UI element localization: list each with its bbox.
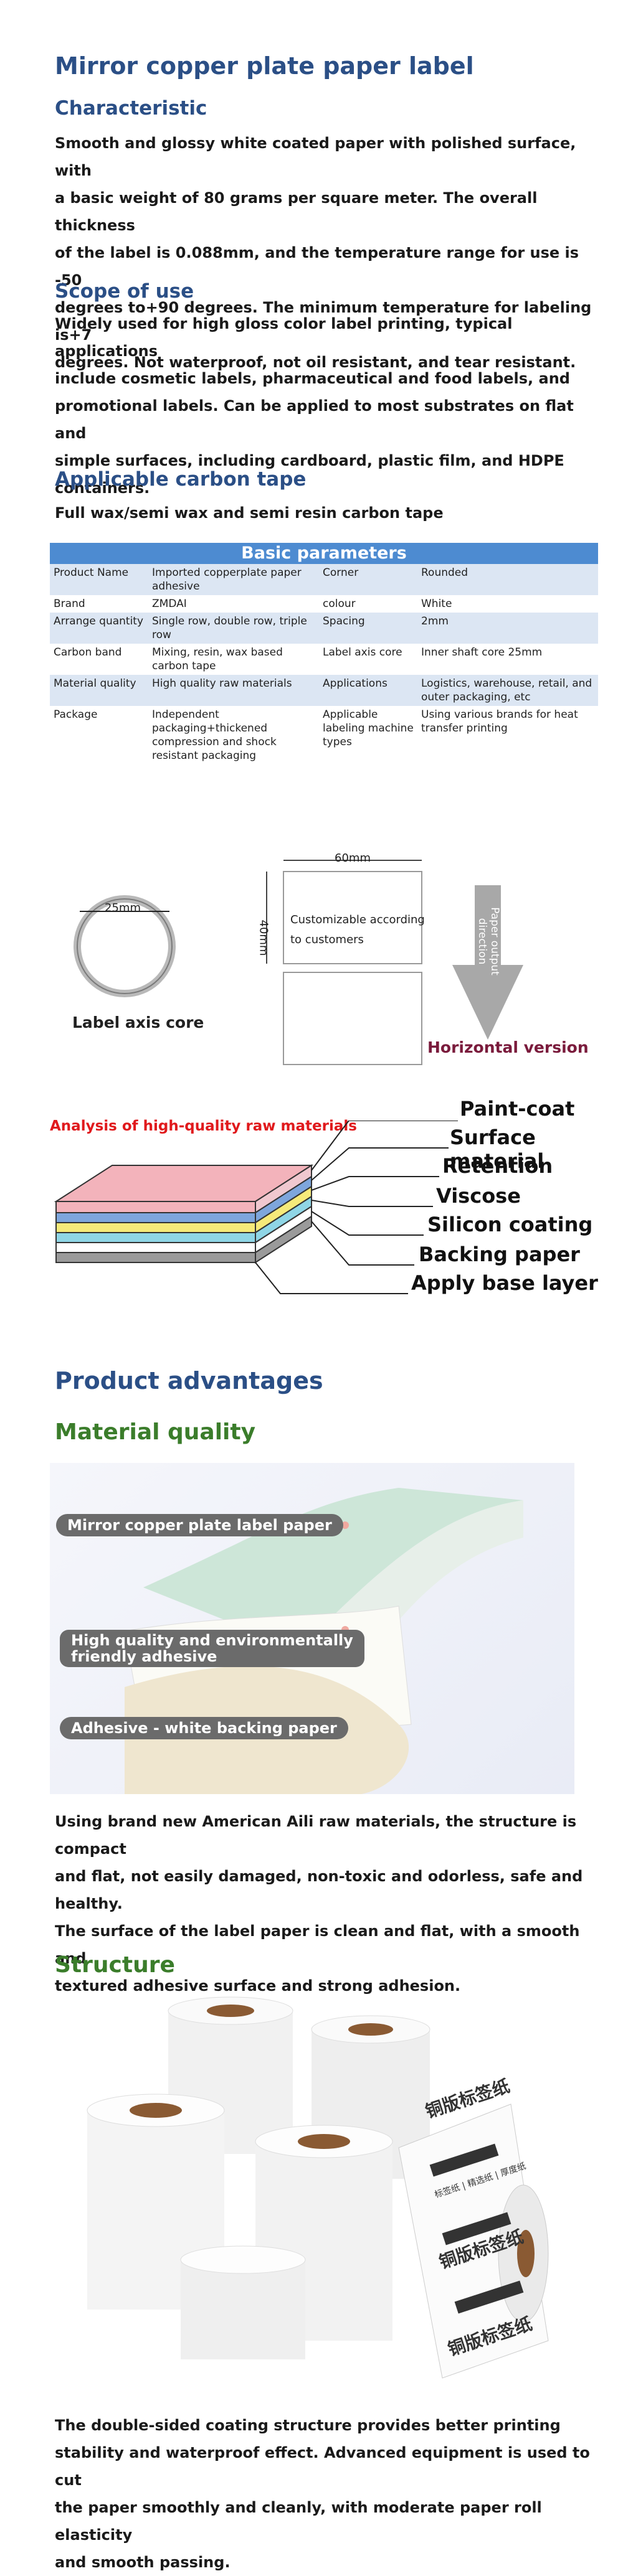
roll-core <box>298 2134 350 2149</box>
structure-text: The double-sided coating structure provi… <box>55 2417 590 2571</box>
characteristic-heading: Characteristic <box>55 97 207 120</box>
material-pill-3: Adhesive - white backing paper <box>60 1717 348 1739</box>
label-core-edge <box>77 898 173 994</box>
leader-surface <box>311 1147 449 1181</box>
scope-heading: Scope of use <box>55 280 194 303</box>
layer-label: Silicon coating <box>427 1213 593 1236</box>
material-heading: Material quality <box>55 1419 256 1445</box>
page-title: Mirror copper plate paper label <box>55 52 474 80</box>
material-illustration <box>124 1488 523 1794</box>
width-label: 60mm <box>335 852 371 865</box>
structure-heading: Structure <box>55 1952 175 1978</box>
leader-retention <box>311 1176 439 1191</box>
analysis-title: Analysis of high-quality raw materials <box>50 1118 357 1134</box>
scope-text: Widely used for high gloss color label p… <box>55 315 574 497</box>
structure-photo: 铜版标签纸 标签纸 | 精选纸 | 厚度纸 铜版标签纸 铜版标签纸 <box>75 1992 573 2390</box>
barcode <box>454 2280 524 2314</box>
layer-label: Paint-coat <box>460 1097 575 1121</box>
carbon-text: Full wax/semi wax and semi resin carbon … <box>55 504 444 522</box>
material-photo <box>50 1463 574 1794</box>
roll-top <box>180 2245 306 2274</box>
leader-backing <box>311 1221 414 1266</box>
leader-silicon <box>311 1211 424 1236</box>
characteristic-text: Smooth and glossy white coated paper wit… <box>55 134 592 371</box>
advantages-heading: Product advantages <box>55 1367 323 1394</box>
roll-body <box>181 2260 305 2359</box>
layer-silicon <box>55 1232 256 1243</box>
layer-base <box>55 1252 256 1263</box>
arrow-text: Paper output direction <box>476 907 501 975</box>
label-bottom-rect <box>283 972 422 1065</box>
material-pill-2: High quality and environmentally friendl… <box>60 1630 364 1667</box>
layer-viscose <box>55 1222 256 1233</box>
height-label: 40mm <box>257 919 270 956</box>
roll-core <box>348 2023 393 2036</box>
roll-core <box>130 2103 182 2118</box>
layer-label: Backing paper <box>419 1243 580 1266</box>
barcode <box>442 2212 511 2245</box>
paper-direction-arrow <box>452 885 523 1040</box>
custom-text: Customizable according to customers <box>290 913 425 946</box>
layer-label: Surface material <box>450 1126 545 1173</box>
rolls-illustration <box>87 1996 549 2379</box>
material-text: Using brand new American Aili raw materi… <box>55 1813 583 1995</box>
carbon-heading: Applicable carbon tape <box>55 468 307 491</box>
version-label: Horizontal version <box>427 1038 589 1056</box>
layer-base-edge <box>255 1215 312 1264</box>
barcode <box>429 2143 499 2177</box>
leader-base <box>255 1262 408 1294</box>
label-roll-core <box>517 2230 535 2277</box>
label-top-rect <box>283 871 422 964</box>
layer-label: Apply base layer <box>411 1271 598 1295</box>
params-title: Basic parameters <box>50 543 598 564</box>
layer-label: Viscose <box>436 1184 521 1208</box>
layer-backing <box>55 1242 256 1253</box>
leader-viscose <box>311 1200 433 1207</box>
leader-paint <box>311 1121 458 1171</box>
top-sheet <box>143 1488 523 1650</box>
roll-core <box>207 2005 254 2017</box>
dimension-diagram <box>74 860 523 1065</box>
layer-paint-side <box>55 1201 256 1213</box>
layer-label: Retention <box>442 1154 553 1178</box>
layers-diagram <box>54 1121 458 1294</box>
material-pill-1: Mirror copper plate label paper <box>56 1514 343 1536</box>
layer-retention <box>55 1212 256 1223</box>
marker-dot <box>341 1521 349 1529</box>
core-label: Label axis core <box>72 1013 204 1032</box>
core-size-label: 25mm <box>105 901 141 914</box>
